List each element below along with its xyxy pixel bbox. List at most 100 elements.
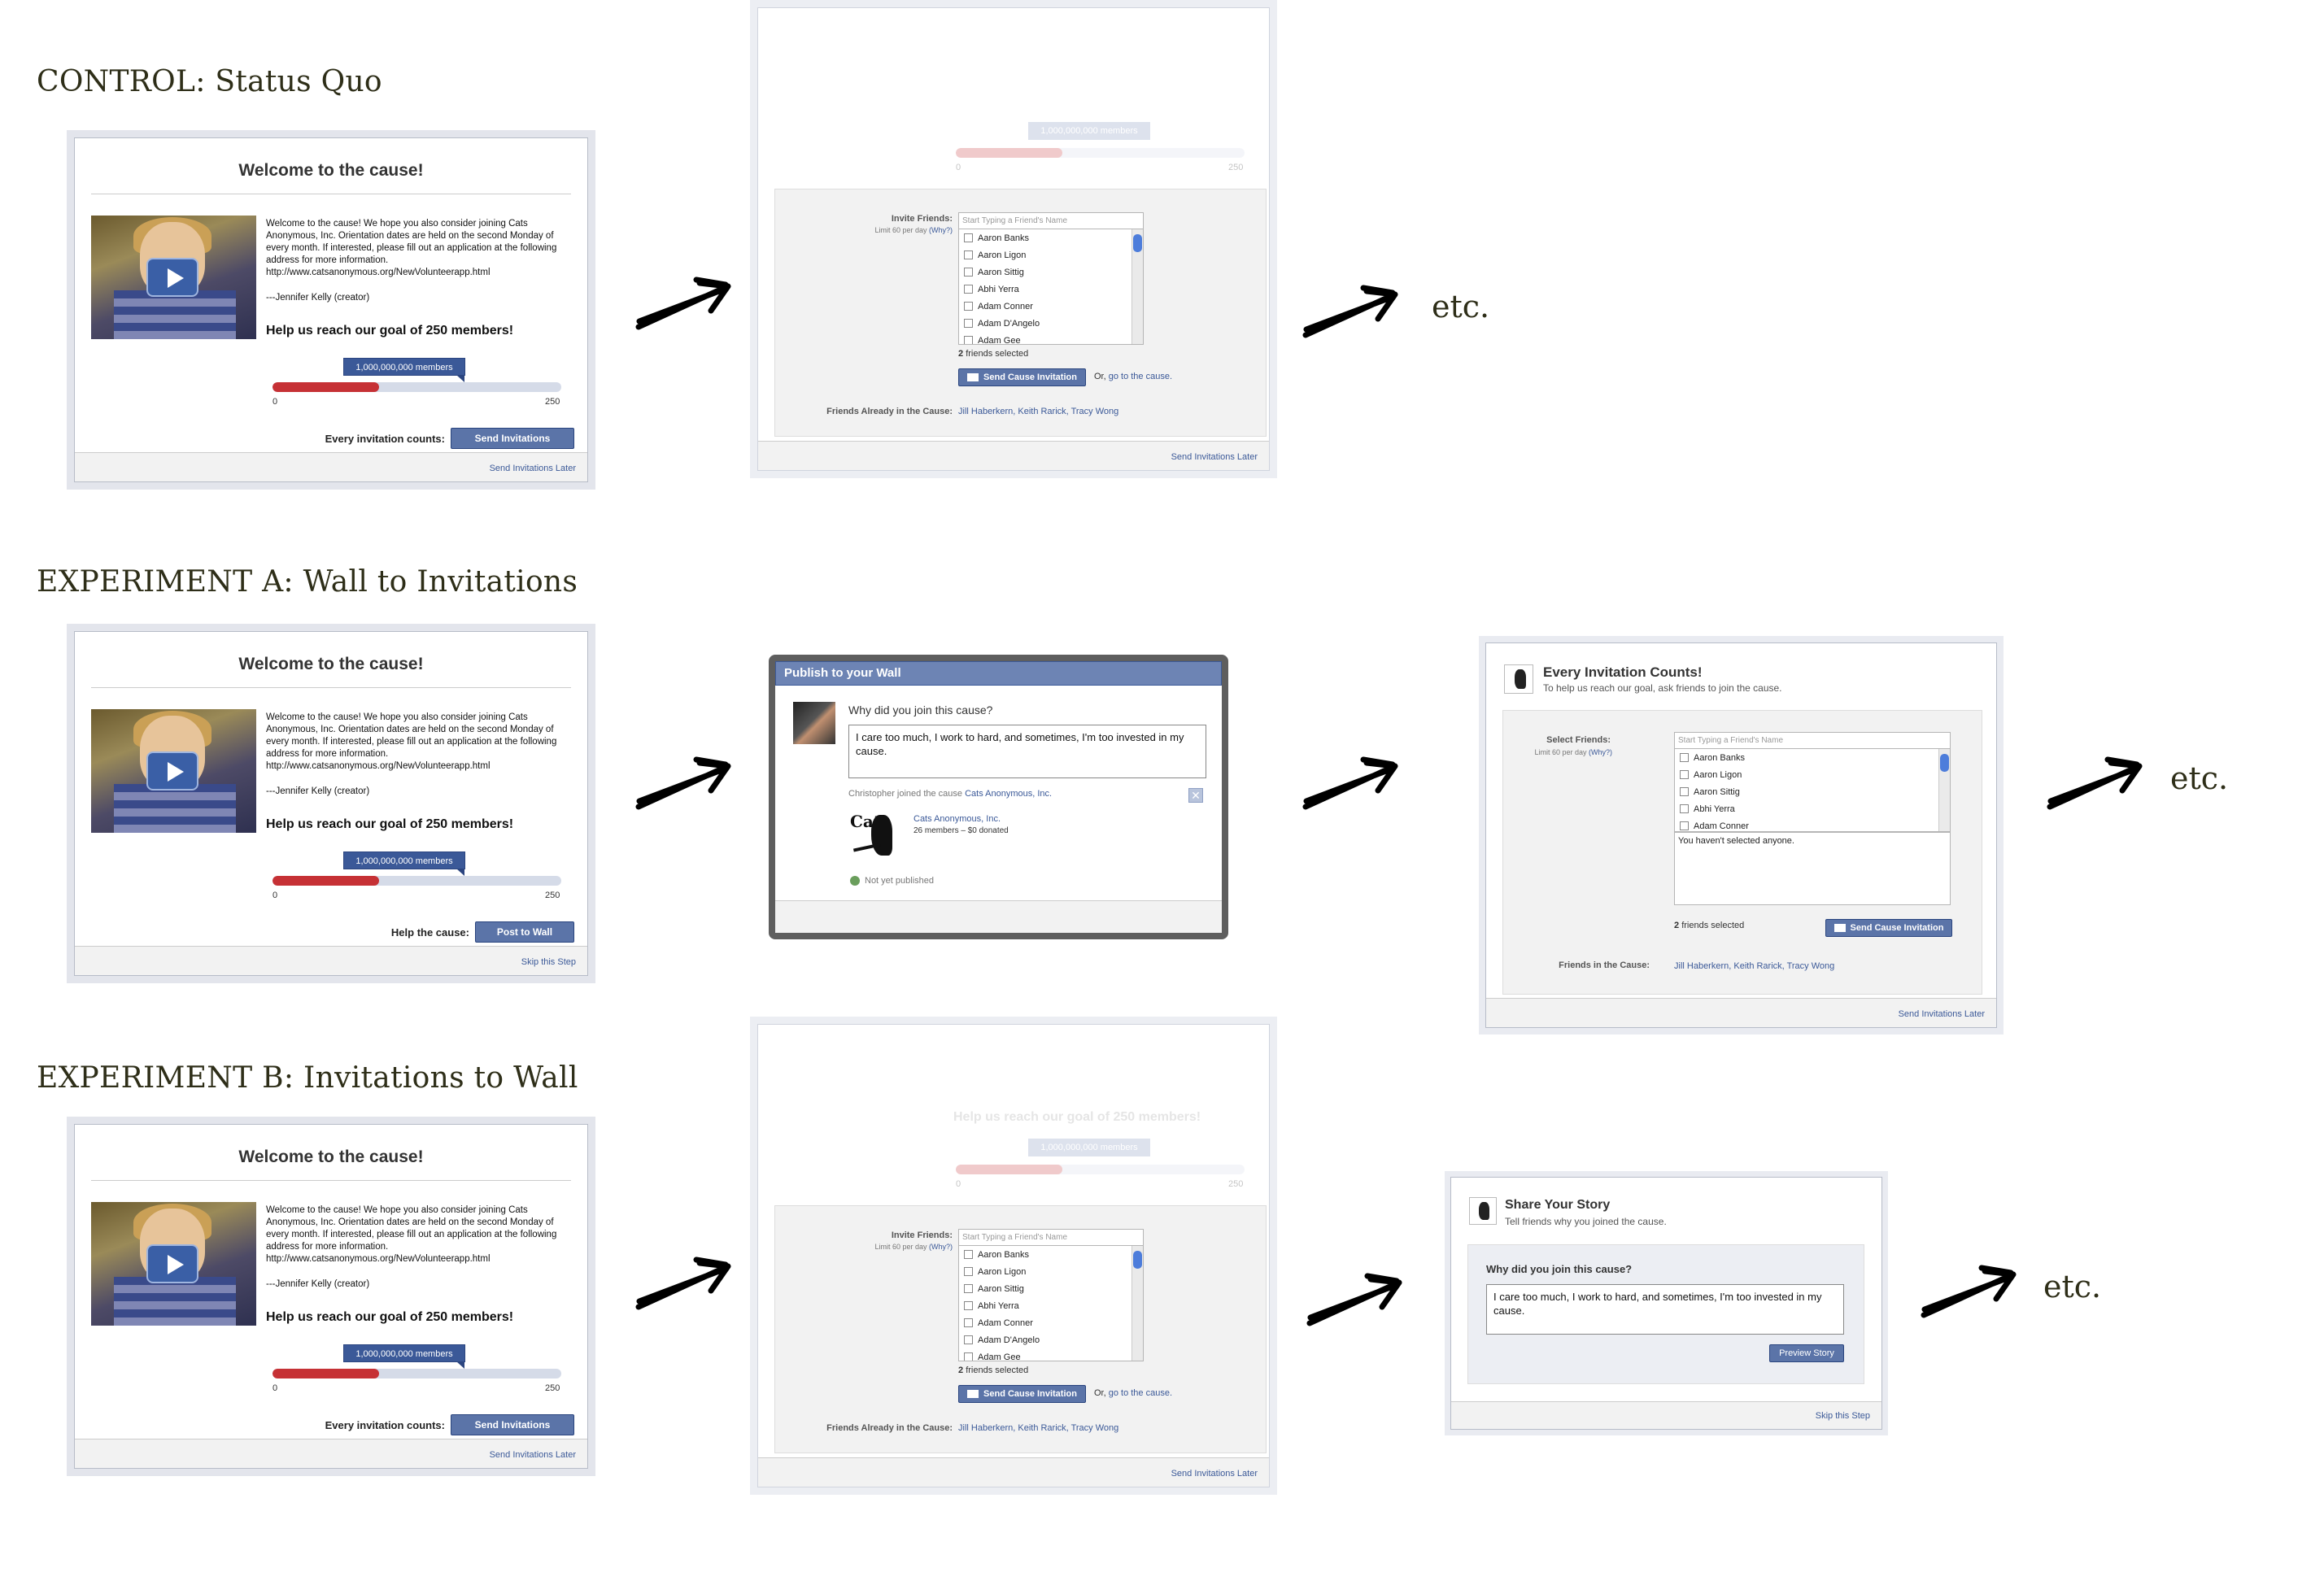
scroll-thumb[interactable] — [1133, 1251, 1142, 1269]
friend-search-input[interactable]: Start Typing a Friend's Name — [959, 1230, 1143, 1246]
goto-cause-link[interactable]: go to the cause. — [1108, 1388, 1173, 1398]
friend-item[interactable]: Abhi Yerra — [1675, 800, 1950, 817]
friend-item[interactable]: Aaron Banks — [1675, 749, 1950, 766]
scroll-thumb[interactable] — [1940, 754, 1949, 772]
flow-arrow-icon — [1921, 1265, 2017, 1318]
checkbox[interactable] — [964, 1301, 973, 1310]
friend-search-input[interactable]: Start Typing a Friend's Name — [1675, 733, 1950, 749]
faded-progress-fill — [956, 148, 1063, 158]
invite-friends-label: Invite Friends: — [891, 214, 953, 224]
progress-max: 250 — [545, 1383, 560, 1393]
why-join-textarea[interactable]: I care too much, I work to hard, and som… — [848, 725, 1206, 778]
preview-story-button[interactable]: Preview Story — [1769, 1344, 1844, 1362]
friend-item[interactable]: Aaron Banks — [959, 1246, 1143, 1263]
faded-progress-area: Help us reach our goal of 250 members! 1… — [758, 1025, 1269, 1204]
checkbox[interactable] — [964, 1318, 973, 1327]
flow-arrow-icon — [1306, 1273, 1402, 1326]
faded-progress-area: 1,000,000,000 members 0 250 — [758, 8, 1269, 187]
send-later-link[interactable]: Send Invitations Later — [489, 1450, 576, 1460]
send-cause-invitation-button[interactable]: Send Cause Invitation — [958, 368, 1086, 386]
friend-item[interactable]: Aaron Sittig — [959, 1280, 1143, 1297]
checkbox[interactable] — [964, 302, 973, 311]
remove-attachment-icon[interactable]: ✕ — [1188, 788, 1203, 803]
divider — [91, 1180, 571, 1181]
cause-logo-thumb — [1504, 664, 1533, 694]
friend-item[interactable]: Abhi Yerra — [959, 1297, 1143, 1314]
cause-video[interactable] — [91, 216, 256, 339]
send-cause-invitation-button[interactable]: Send Cause Invitation — [958, 1385, 1086, 1403]
checkbox[interactable] — [964, 319, 973, 328]
checkbox[interactable] — [1680, 804, 1689, 813]
already-in-cause-names[interactable]: Jill Haberkern, Keith Rarick, Tracy Wong — [958, 407, 1119, 416]
send-cause-invitation-button[interactable]: Send Cause Invitation — [1825, 919, 1952, 937]
flow-arrow-icon — [2047, 756, 2143, 810]
checkbox[interactable] — [964, 1284, 973, 1293]
row-title-control: CONTROL: Status Quo — [37, 65, 382, 98]
checkbox[interactable] — [964, 1250, 973, 1259]
friend-item[interactable]: Adam D'Angelo — [959, 315, 1143, 332]
checkbox[interactable] — [1680, 753, 1689, 762]
goto-cause-link[interactable]: go to the cause. — [1108, 372, 1173, 381]
friend-item[interactable]: Adam D'Angelo — [959, 1331, 1143, 1348]
skip-step-link[interactable]: Skip this Step — [521, 957, 576, 967]
send-later-link[interactable]: Send Invitations Later — [1898, 1009, 1985, 1019]
play-icon[interactable] — [146, 1244, 198, 1283]
checkbox[interactable] — [1680, 787, 1689, 796]
friend-item[interactable]: Adam Conner — [959, 298, 1143, 315]
welcome-description: Welcome to the cause! We hope you also c… — [266, 219, 557, 277]
scrollbar[interactable] — [1938, 749, 1950, 831]
cat-silhouette-icon — [871, 815, 892, 856]
checkbox[interactable] — [1680, 770, 1689, 779]
already-in-cause-names[interactable]: Jill Haberkern, Keith Rarick, Tracy Wong — [958, 1423, 1119, 1433]
friend-item[interactable]: Aaron Ligon — [959, 1263, 1143, 1280]
skip-step-link[interactable]: Skip this Step — [1815, 1411, 1870, 1421]
story-textarea[interactable]: I care too much, I work to hard, and som… — [1486, 1284, 1844, 1335]
play-icon[interactable] — [146, 751, 198, 790]
friend-item[interactable]: Aaron Ligon — [959, 246, 1143, 264]
friend-item[interactable]: Adam Gee — [959, 332, 1143, 344]
why-link[interactable]: (Why?) — [1589, 748, 1612, 756]
friend-selector[interactable]: Start Typing a Friend's Name Aaron Banks… — [958, 1229, 1144, 1361]
cause-video[interactable] — [91, 709, 256, 833]
checkbox[interactable] — [964, 1335, 973, 1344]
cause-link[interactable]: Cats Anonymous, Inc. — [965, 789, 1053, 799]
play-icon[interactable] — [146, 258, 198, 297]
checkbox[interactable] — [1680, 821, 1689, 830]
cause-name-link[interactable]: Cats Anonymous, Inc. — [913, 814, 1001, 824]
friend-item[interactable]: Aaron Sittig — [1675, 783, 1950, 800]
friend-item[interactable]: Adam Conner — [959, 1314, 1143, 1331]
friend-item[interactable]: Abhi Yerra — [959, 281, 1143, 298]
checkbox[interactable] — [964, 250, 973, 259]
post-to-wall-button[interactable]: Post to Wall — [475, 921, 574, 943]
scrollbar[interactable] — [1131, 1246, 1143, 1361]
checkbox[interactable] — [964, 1267, 973, 1276]
send-later-link[interactable]: Send Invitations Later — [1171, 452, 1258, 462]
publish-dialog-footer — [775, 900, 1222, 933]
checkbox[interactable] — [964, 233, 973, 242]
friend-item[interactable]: Aaron Sittig — [959, 264, 1143, 281]
checkbox[interactable] — [964, 268, 973, 277]
checkbox[interactable] — [964, 1352, 973, 1361]
send-later-link[interactable]: Send Invitations Later — [1171, 1469, 1258, 1479]
why-link[interactable]: (Why?) — [929, 226, 953, 234]
friend-item[interactable]: Aaron Banks — [959, 229, 1143, 246]
checkbox[interactable] — [964, 336, 973, 344]
cause-video[interactable] — [91, 1202, 256, 1326]
friend-search-input[interactable]: Start Typing a Friend's Name — [959, 213, 1143, 229]
checkbox[interactable] — [964, 285, 973, 294]
send-later-link[interactable]: Send Invitations Later — [489, 464, 576, 473]
friend-selector[interactable]: Start Typing a Friend's Name Aaron Banks… — [958, 212, 1144, 345]
scrollbar[interactable] — [1131, 229, 1143, 344]
scroll-thumb[interactable] — [1133, 234, 1142, 252]
in-cause-names[interactable]: Jill Haberkern, Keith Rarick, Tracy Wong — [1674, 961, 1835, 971]
friend-item[interactable]: Adam Gee — [959, 1348, 1143, 1361]
selected-friends-box[interactable]: You haven't selected anyone. — [1674, 832, 1951, 905]
why-link[interactable]: (Why?) — [929, 1243, 953, 1251]
flow-arrow-icon — [635, 756, 731, 810]
why-join-question: Why did you join this cause? — [1486, 1263, 1633, 1275]
friend-selector[interactable]: Start Typing a Friend's Name Aaron Banks… — [1674, 732, 1951, 832]
send-invitations-button[interactable]: Send Invitations — [451, 1414, 574, 1435]
friend-item[interactable]: Aaron Ligon — [1675, 766, 1950, 783]
friend-item[interactable]: Adam Conner — [1675, 817, 1950, 831]
send-invitations-button[interactable]: Send Invitations — [451, 428, 574, 449]
